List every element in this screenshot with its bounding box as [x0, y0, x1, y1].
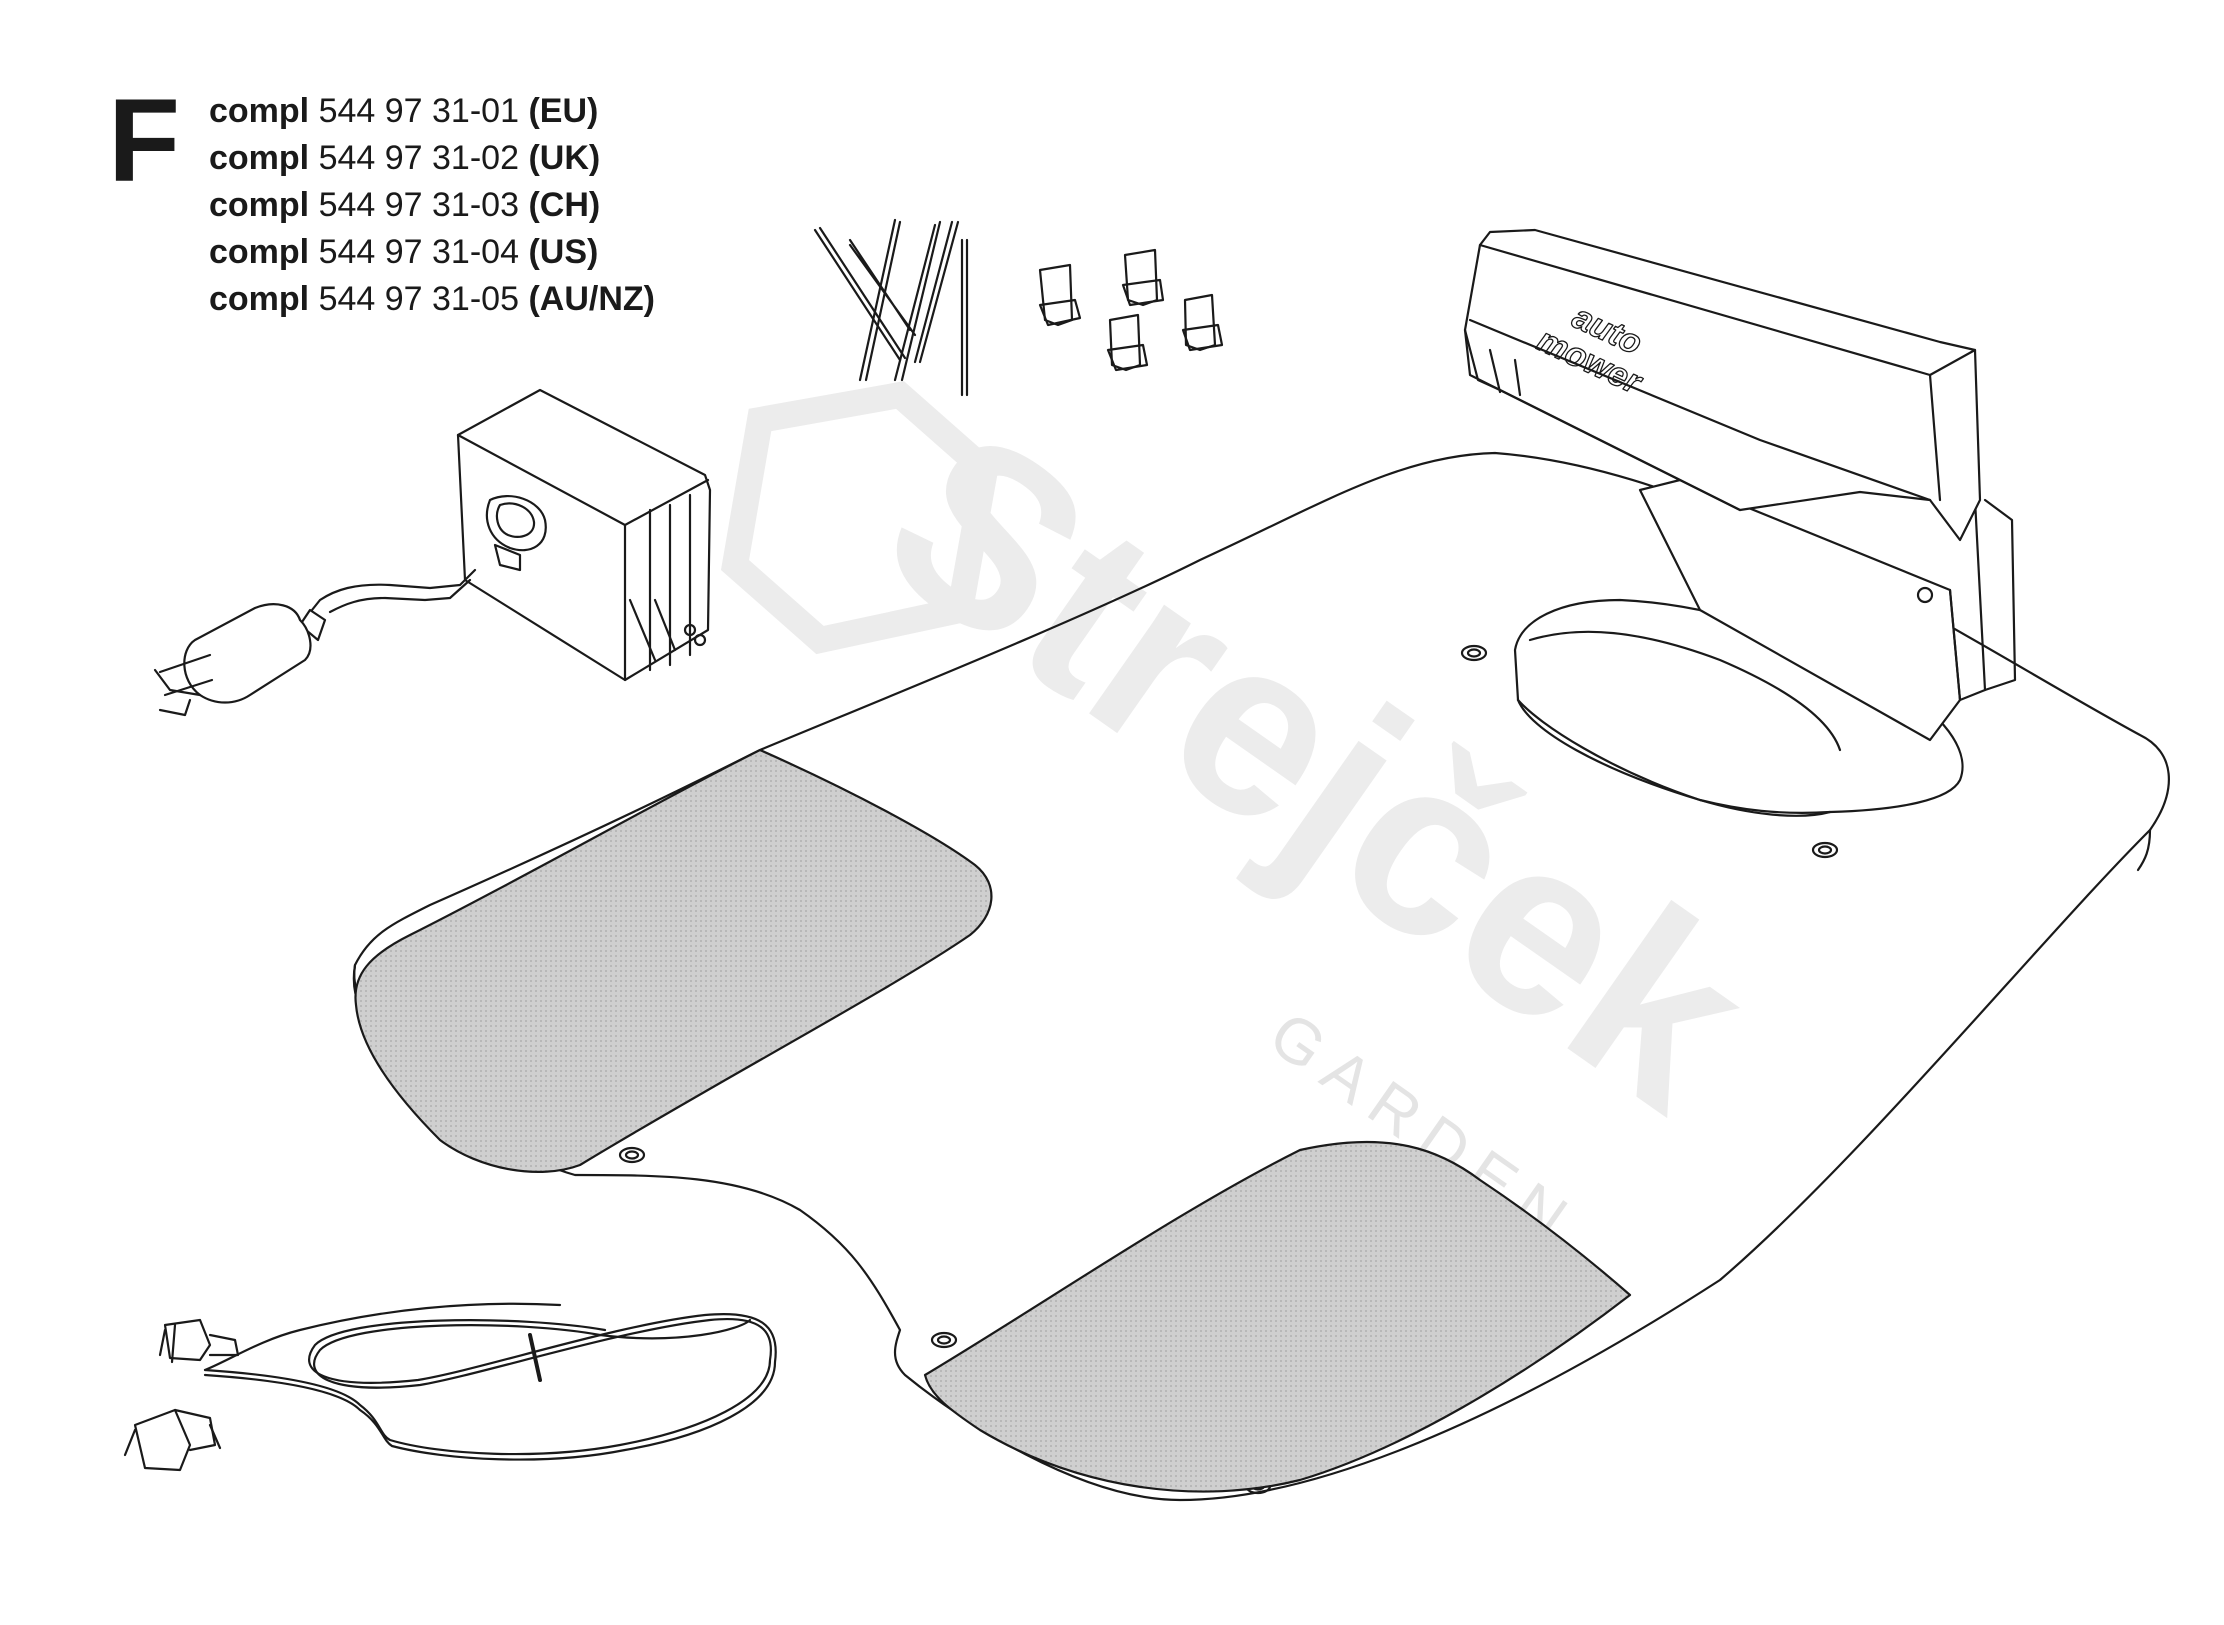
- cable-connector-bottom: [133, 1408, 192, 1472]
- part-row: compl 544 97 31-01 (EU): [209, 88, 655, 135]
- cable-connector-top: [163, 1318, 212, 1362]
- guide-pad-left: [354, 748, 993, 1173]
- section-letter: F: [108, 75, 181, 207]
- power-supply-unit: [456, 388, 712, 682]
- part-prefix: compl: [209, 139, 310, 177]
- part-variant: (AU/NZ): [528, 280, 655, 318]
- power-cable: [153, 568, 477, 717]
- part-row: compl 544 97 31-04 (US): [209, 229, 655, 276]
- part-variant: (UK): [528, 139, 601, 177]
- ground-pegs: [813, 218, 969, 397]
- guide-pad-right: [923, 1140, 1632, 1493]
- mounting-hole: [1811, 841, 1839, 859]
- part-prefix: compl: [209, 280, 310, 318]
- part-variant: (US): [528, 233, 599, 271]
- mounting-hole: [618, 1146, 646, 1164]
- part-row: compl 544 97 31-05 (AU/NZ): [209, 276, 655, 323]
- part-prefix: compl: [209, 92, 310, 130]
- part-number: 544 97 31-05: [318, 280, 519, 318]
- part-number: 544 97 31-01: [318, 92, 519, 130]
- part-row: compl 544 97 31-02 (UK): [209, 135, 655, 182]
- part-number: 544 97 31-04: [318, 233, 519, 271]
- charging-station: auto mower: [1463, 228, 2017, 817]
- part-row: compl 544 97 31-03 (CH): [209, 182, 655, 229]
- part-number: 544 97 31-03: [318, 186, 519, 224]
- part-variant: (CH): [528, 186, 601, 224]
- power-plug: [183, 603, 312, 704]
- mounting-hole: [1460, 644, 1488, 662]
- mounting-hole: [930, 1331, 958, 1349]
- low-voltage-cable: [123, 1302, 777, 1472]
- part-number: 544 97 31-02: [318, 139, 519, 177]
- part-variant: (EU): [528, 92, 599, 130]
- cable-clips: [1038, 248, 1224, 372]
- part-prefix: compl: [209, 186, 310, 224]
- parts-list: compl 544 97 31-01 (EU) compl 544 97 31-…: [209, 88, 655, 323]
- part-prefix: compl: [209, 233, 310, 271]
